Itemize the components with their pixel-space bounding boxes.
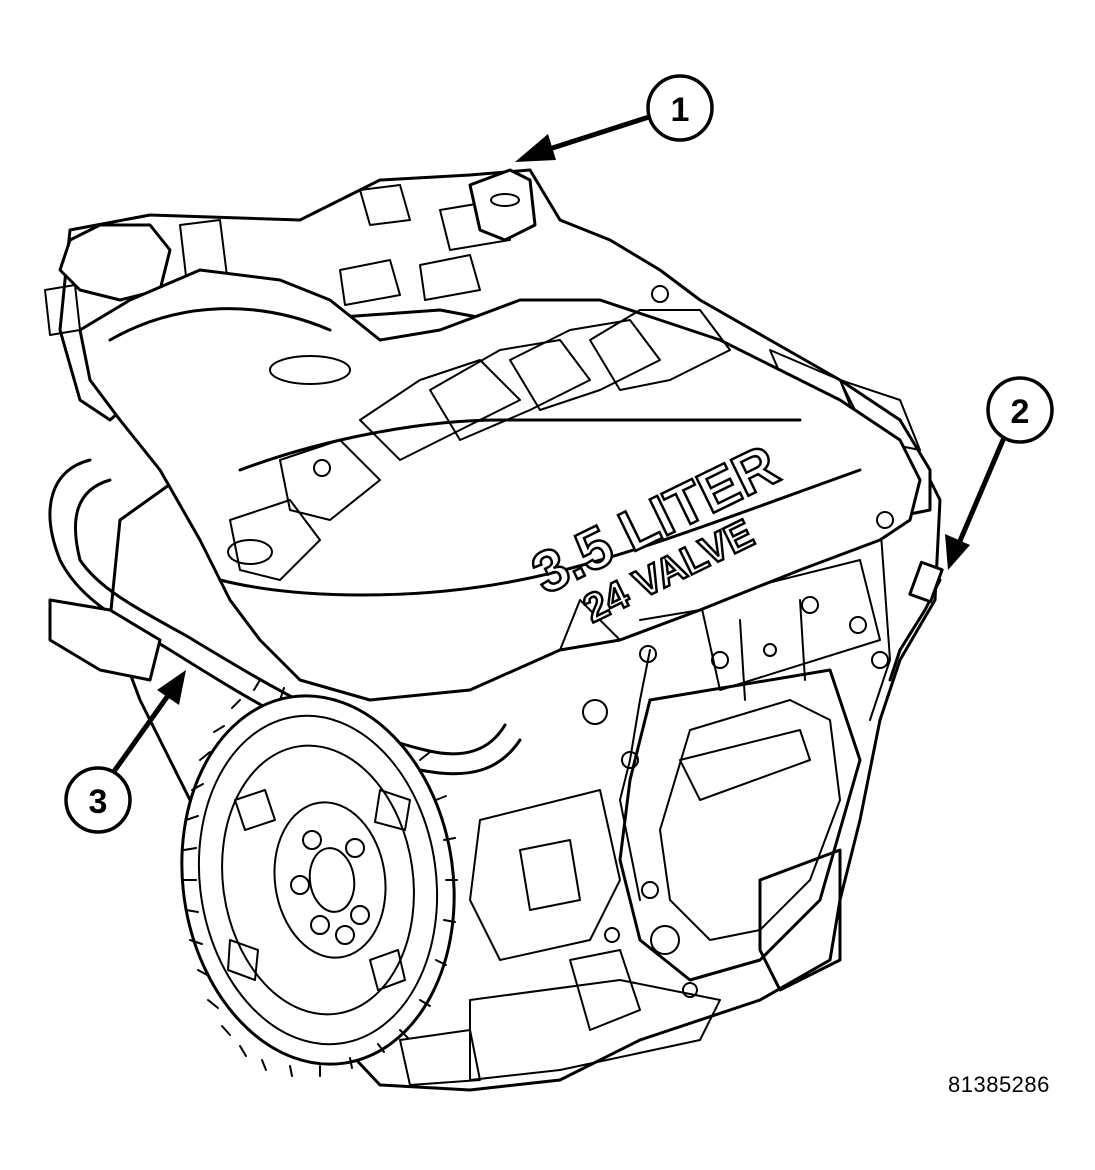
intake-manifold xyxy=(78,268,922,702)
callout-1: 1 xyxy=(515,74,714,162)
callout-2-label: 2 xyxy=(1011,393,1030,431)
callout-3-label: 3 xyxy=(89,783,108,821)
dipstick-tube xyxy=(888,560,944,682)
callout-2: 2 xyxy=(945,376,1054,570)
coolant-tube xyxy=(48,458,522,776)
flywheel xyxy=(180,679,458,1077)
callout-1-label: 1 xyxy=(671,91,690,129)
callout-3: 3 xyxy=(64,670,186,834)
figure-id: 81385286 xyxy=(948,1072,1050,1097)
